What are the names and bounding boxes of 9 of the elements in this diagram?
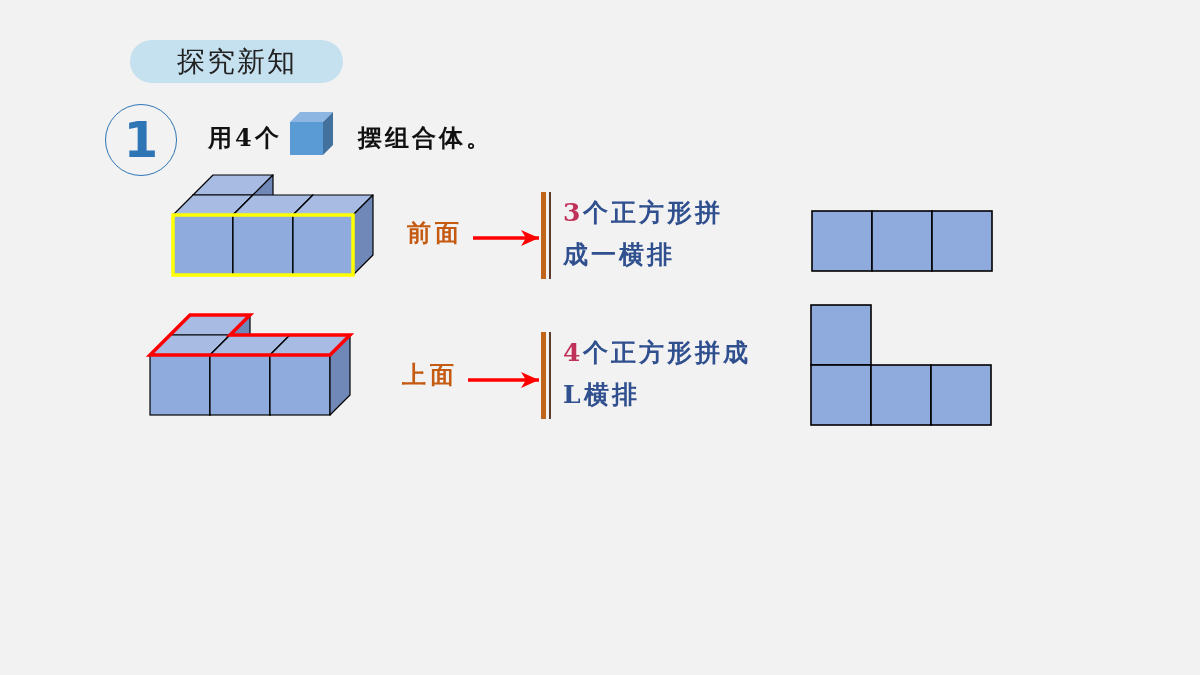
section-tab: 探究新知 [130, 40, 343, 83]
note-text: 3个正方形拼成一横排 [541, 192, 737, 279]
arrow [473, 230, 539, 246]
note-text: 4个正方形拼成L横排 [541, 332, 763, 419]
instruction-text: 摆组合体。 [358, 122, 493, 154]
instruction-text: 用4个 [208, 122, 282, 154]
view-label: 前面 [407, 216, 463, 250]
view-label: 上面 [402, 358, 458, 392]
arrow [468, 372, 539, 388]
